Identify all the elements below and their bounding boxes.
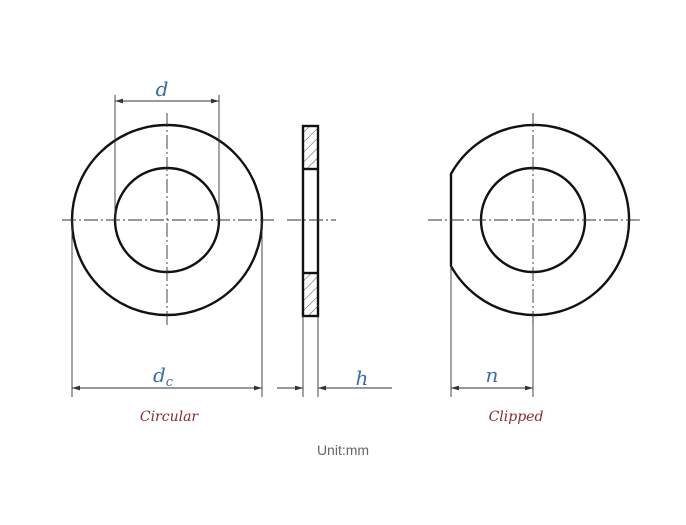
clipped-outer-profile: [449, 123, 631, 317]
circular-washer-view: [62, 113, 274, 328]
caption-circular: Circular: [140, 409, 200, 425]
section-hatch-top: [303, 126, 318, 169]
section-hatch-bottom: [303, 273, 318, 316]
unit-note: Unit:mm: [316, 442, 370, 458]
d-label: d: [156, 77, 169, 101]
dimension-n: n: [450, 266, 534, 397]
section-outline: [301, 124, 320, 318]
dimension-dc: dc: [71, 220, 263, 397]
clipped-washer-view: [428, 113, 640, 328]
side-section-view: [287, 124, 336, 318]
dimension-d: d: [114, 77, 220, 220]
dc-label: dc: [153, 363, 174, 390]
dc-label-subscript: c: [166, 375, 174, 390]
dc-label-main: d: [153, 363, 166, 387]
dimension-h: h: [277, 316, 392, 397]
caption-clipped: Clipped: [489, 409, 544, 425]
n-label: n: [486, 363, 499, 387]
h-label: h: [356, 366, 369, 390]
